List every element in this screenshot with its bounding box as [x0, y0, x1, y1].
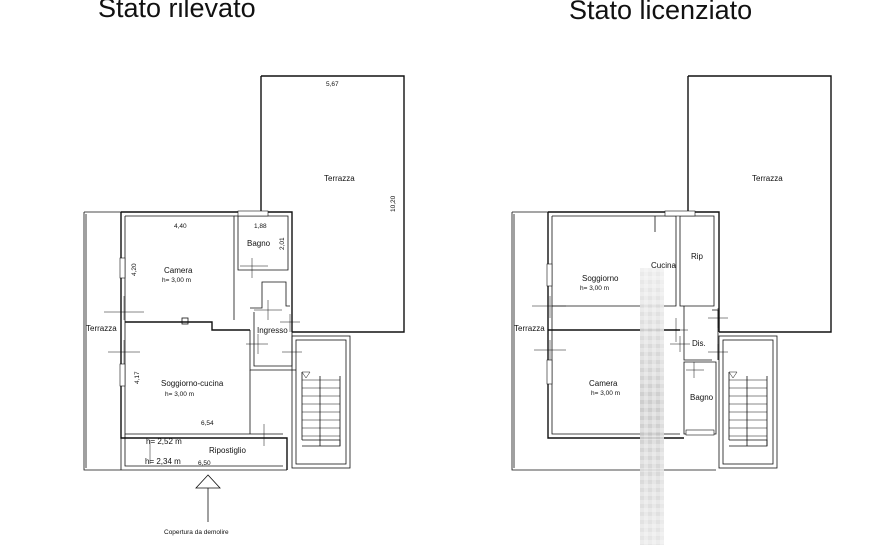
- left-dim-bagno-width: 1,88: [254, 223, 267, 230]
- left-dim-bagno-height: 2,01: [279, 237, 286, 250]
- left-dim-soggiorno-height: 4,17: [134, 371, 141, 384]
- left-camera-height: h= 3,00 m: [162, 277, 191, 284]
- right-soggiorno-label: Soggiorno: [582, 274, 619, 283]
- left-terrazza-top-label: Terrazza: [324, 174, 355, 183]
- left-soggiorno-height: h= 3,00 m: [165, 391, 194, 398]
- left-dim-ripostiglio-width: 6,50: [198, 460, 211, 467]
- right-soggiorno-height: h= 3,00 m: [580, 285, 609, 292]
- left-dim-camera-width: 4,40: [174, 223, 187, 230]
- left-dim-terrace-depth: 10,20: [390, 195, 397, 212]
- right-plan-title: Stato licenziato: [569, 0, 753, 25]
- left-plan-title: Stato rilevato: [98, 0, 256, 23]
- left-rip-height-2: h= 2,34 m: [145, 457, 181, 466]
- left-dim-soggiorno-width: 6,54: [201, 420, 214, 427]
- right-terrazza-side-label: Terrazza: [514, 324, 545, 333]
- right-terrazza-top-label: Terrazza: [752, 174, 783, 183]
- left-camera-label: Camera: [164, 266, 193, 275]
- right-bagno-label: Bagno: [690, 393, 714, 402]
- left-terrazza-side-label: Terrazza: [86, 324, 117, 333]
- right-plan: [511, 75, 832, 471]
- left-bagno-label: Bagno: [247, 239, 271, 248]
- right-dis-label: Dis.: [692, 339, 706, 348]
- left-copertura-label: Copertura da demolire: [164, 529, 229, 536]
- right-camera-height: h= 3,00 m: [591, 390, 620, 397]
- left-ingresso-label: Ingresso: [257, 326, 288, 335]
- left-dim-camera-height: 4,20: [131, 263, 138, 276]
- left-plan: [83, 75, 405, 522]
- right-camera-label: Camera: [589, 379, 618, 388]
- left-dim-terrace-width: 5,67: [326, 81, 339, 88]
- redacted-blur-strip: [640, 268, 664, 545]
- left-ripostiglio-label: Ripostiglio: [209, 446, 246, 455]
- right-rip-label: Rip: [691, 252, 704, 261]
- left-soggiorno-cucina-label: Soggiorno-cucina: [161, 379, 224, 388]
- left-rip-height-1: h= 2,52 m: [146, 437, 182, 446]
- right-cucina-label: Cucina: [651, 261, 676, 270]
